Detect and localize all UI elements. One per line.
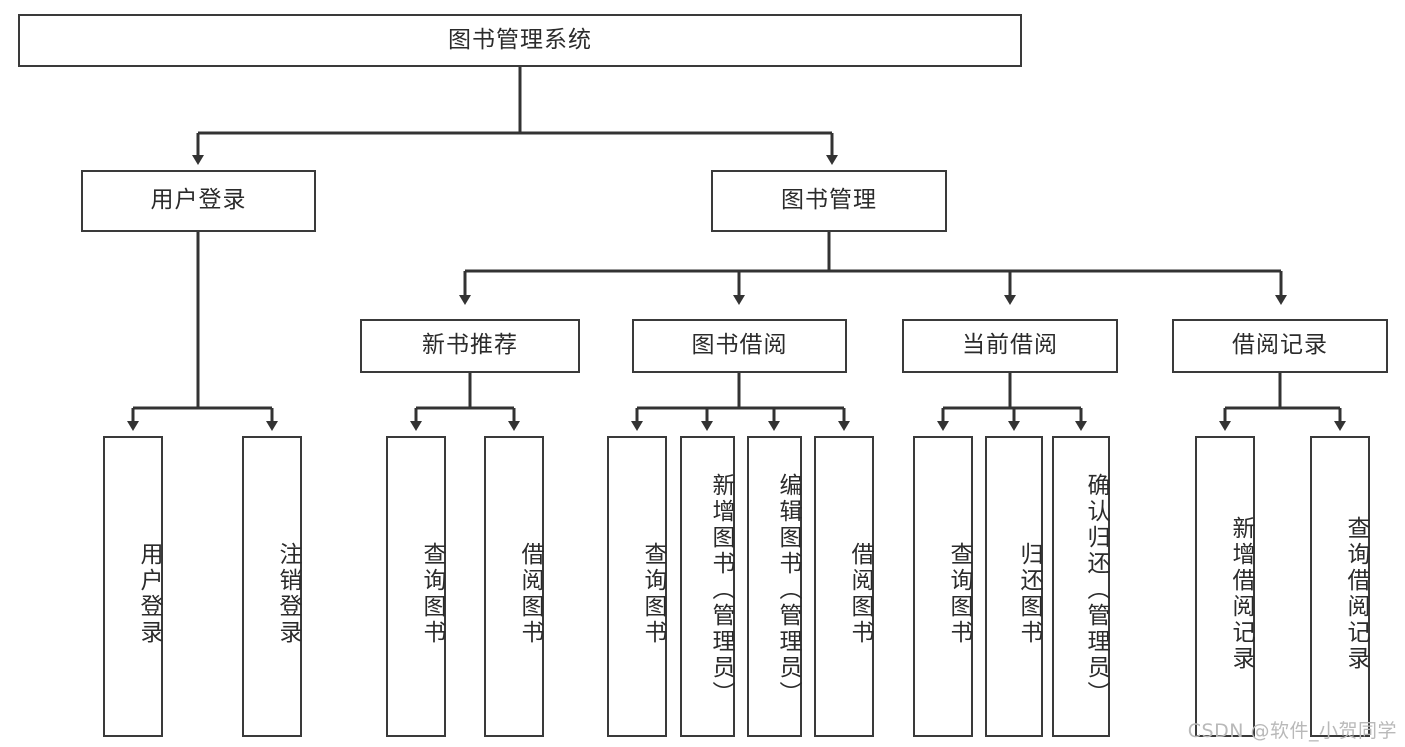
node-book-management[interactable]: 图书管理	[711, 170, 947, 232]
leaf-query-book[interactable]: 查询图书	[607, 436, 667, 737]
node-book-borrow[interactable]: 图书借阅	[632, 319, 847, 373]
leaf-borrow-book-new[interactable]: 借阅图书	[484, 436, 544, 737]
leaf-borrow-book[interactable]: 借阅图书	[814, 436, 874, 737]
leaf-confirm-return-admin[interactable]: 确认归还（管理员）	[1052, 436, 1110, 737]
leaf-user-logout[interactable]: 注销登录	[242, 436, 302, 737]
leaf-add-book-admin[interactable]: 新增图书（管理员）	[680, 436, 735, 737]
node-new-book-recommend[interactable]: 新书推荐	[360, 319, 580, 373]
node-root[interactable]: 图书管理系统	[18, 14, 1022, 67]
node-borrow-record[interactable]: 借阅记录	[1172, 319, 1388, 373]
leaf-edit-book-admin[interactable]: 编辑图书（管理员）	[747, 436, 802, 737]
watermark-text: CSDN @软件_小贺同学	[1187, 720, 1397, 742]
leaf-query-book-new[interactable]: 查询图书	[386, 436, 446, 737]
node-current-borrow[interactable]: 当前借阅	[902, 319, 1118, 373]
leaf-query-book-current[interactable]: 查询图书	[913, 436, 973, 737]
node-user-login[interactable]: 用户登录	[81, 170, 316, 232]
leaf-query-borrow-record[interactable]: 查询借阅记录	[1310, 436, 1370, 737]
leaf-return-book[interactable]: 归还图书	[985, 436, 1043, 737]
leaf-user-login[interactable]: 用户登录	[103, 436, 163, 737]
leaf-add-borrow-record[interactable]: 新增借阅记录	[1195, 436, 1255, 737]
